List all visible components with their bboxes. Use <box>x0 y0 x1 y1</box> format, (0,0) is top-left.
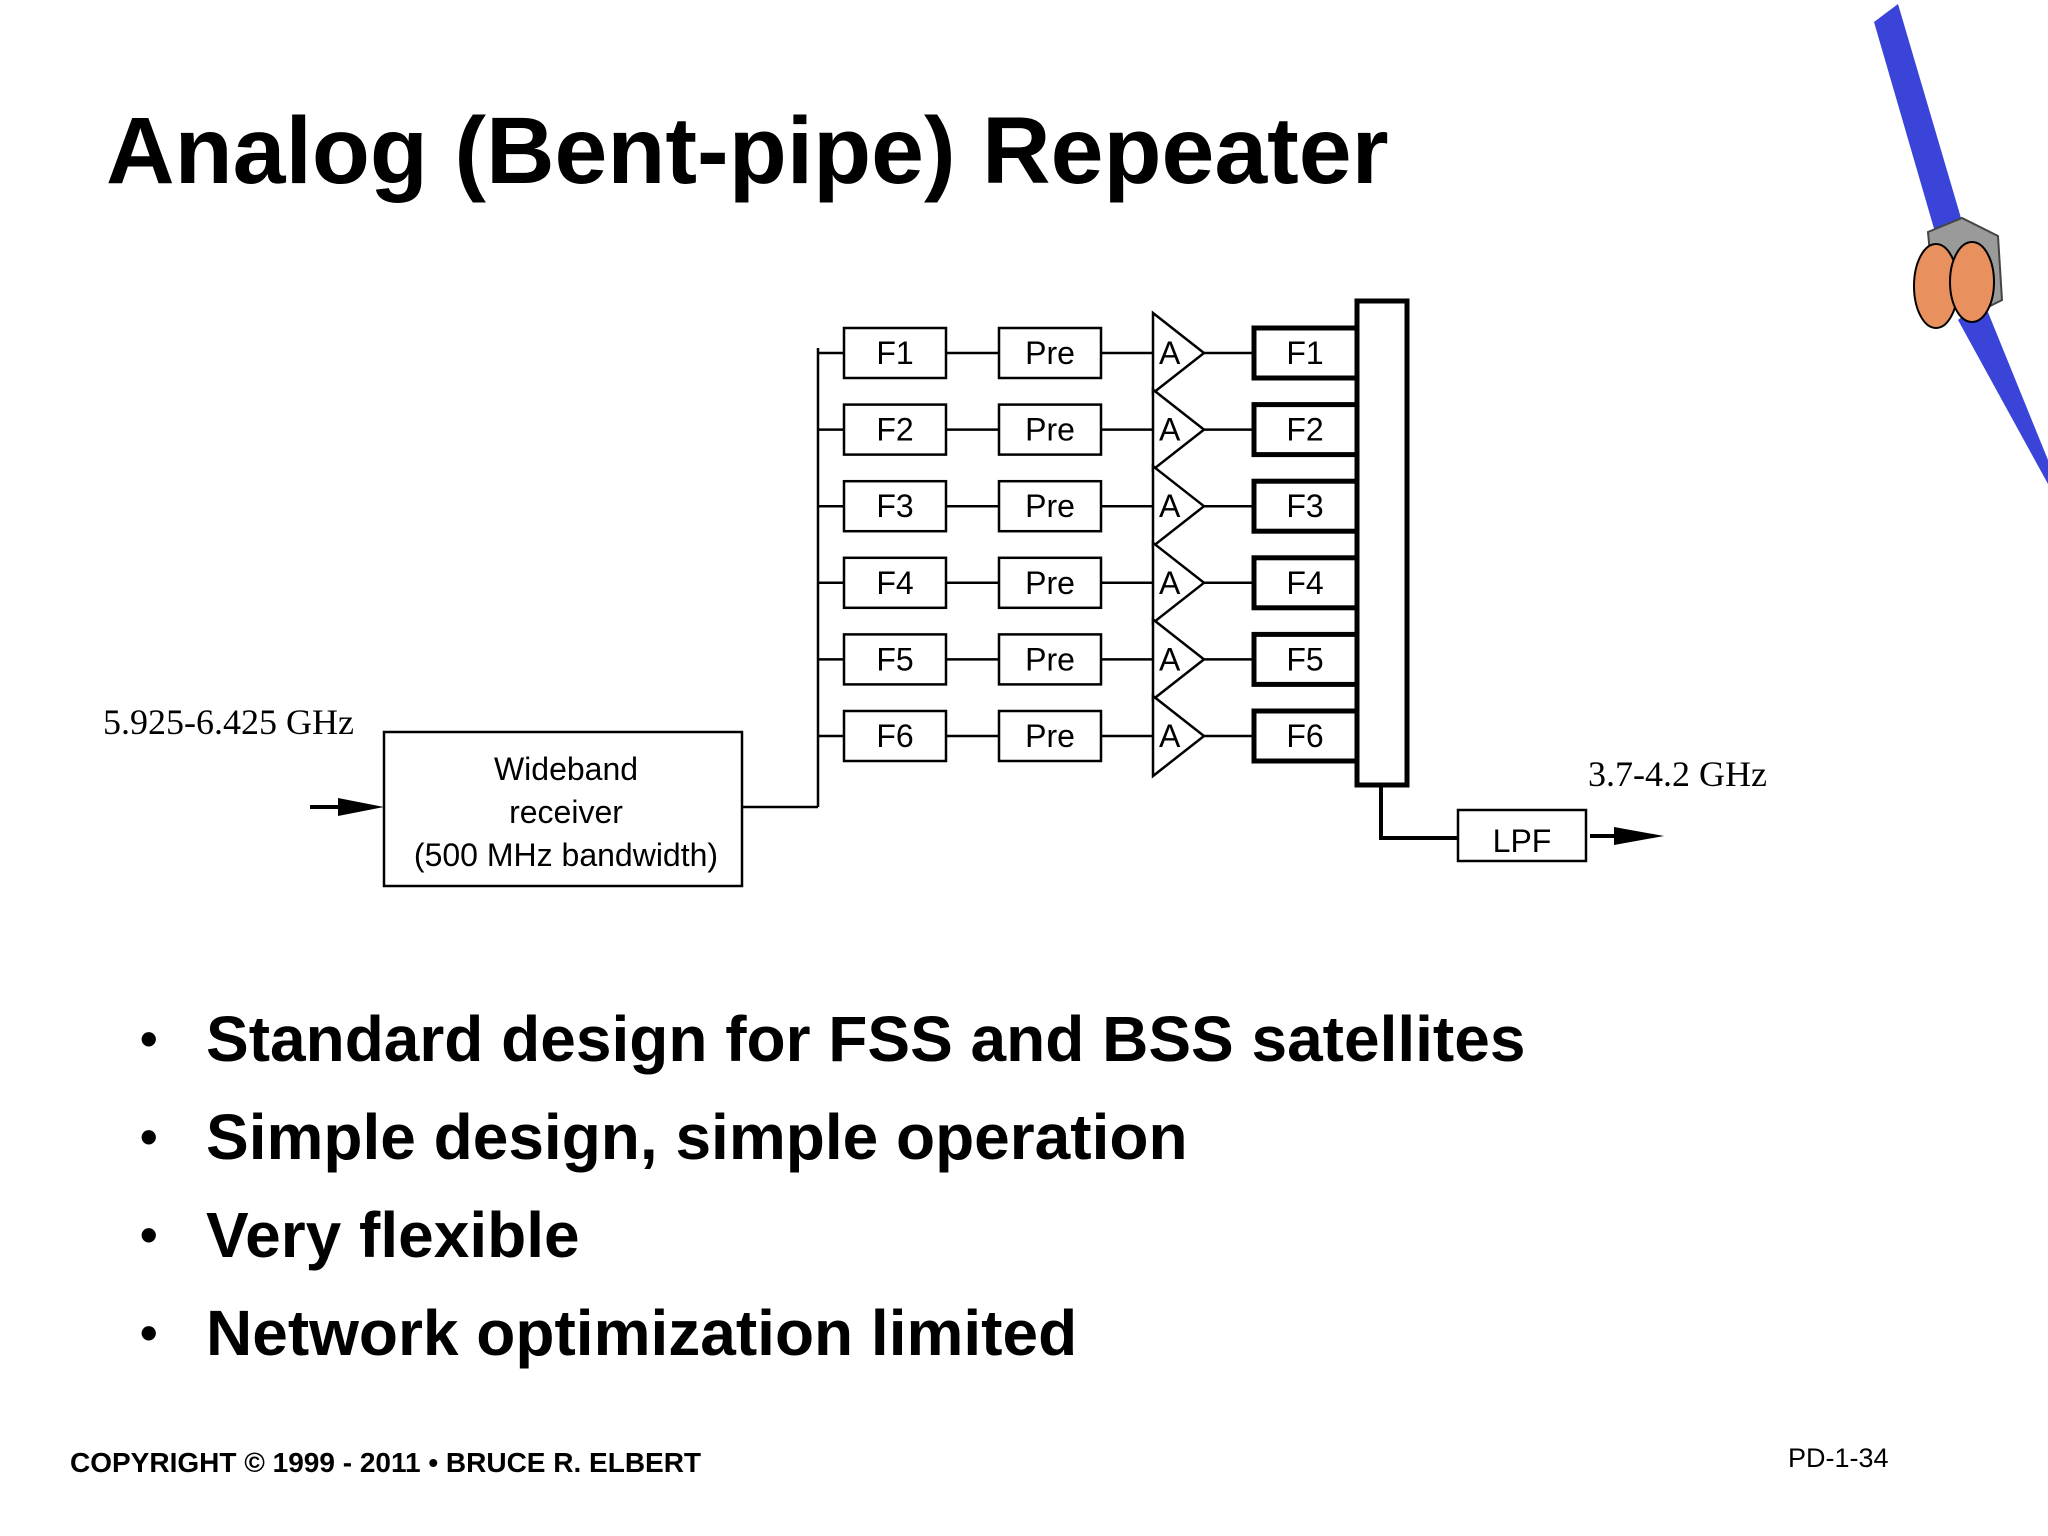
channel-row: F1 Pre A F1 <box>818 310 1360 396</box>
input-arrowhead <box>338 798 384 816</box>
input-filter-label: F3 <box>876 488 913 524</box>
bullet-text: Simple design, simple operation <box>206 1101 1188 1173</box>
channel-row: F6 Pre A F6 <box>818 693 1360 779</box>
preamp-label: Pre <box>1025 412 1075 448</box>
bullet-dot: • <box>140 1011 158 1067</box>
slide-number: PD-1-34 <box>1788 1443 1889 1473</box>
bullet-text: Network optimization limited <box>206 1297 1078 1369</box>
output-filter-label: F3 <box>1286 488 1323 524</box>
lpf-box <box>1456 808 1588 863</box>
output-arrowhead <box>1614 827 1664 845</box>
bullet-text: Very flexible <box>206 1199 580 1271</box>
channel-row: F2 Pre A F2 <box>818 387 1360 473</box>
amplifier-label: A <box>1159 641 1181 677</box>
channel-row: F5 Pre A F5 <box>818 616 1360 702</box>
output-filter-box <box>1251 402 1360 458</box>
amplifier-label: A <box>1159 335 1181 371</box>
preamp-box <box>997 556 1103 610</box>
input-frequency-label: 5.925-6.425 GHz <box>103 702 354 742</box>
channel-row: F3 Pre A F3 <box>818 463 1360 549</box>
amplifier-label: A <box>1159 412 1181 448</box>
amplifier-triangle <box>1151 463 1207 549</box>
preamp-label: Pre <box>1025 641 1075 677</box>
output-filter-label: F6 <box>1286 718 1323 754</box>
input-filter-box <box>842 633 948 686</box>
solar-panel-lower <box>1958 300 2048 484</box>
preamp-label: Pre <box>1025 335 1075 371</box>
preamp-label: Pre <box>1025 488 1075 524</box>
satellite-icon <box>1874 4 2048 484</box>
receiver-label-line2: receiver <box>509 794 623 830</box>
output-filter-box <box>1251 631 1360 687</box>
bullet-text: Standard design for FSS and BSS satellit… <box>206 1003 1526 1075</box>
wideband-receiver-box <box>382 730 744 888</box>
bullet-item: • Standard design for FSS and BSS satelli… <box>140 990 1525 1088</box>
amplifier-label: A <box>1159 718 1181 754</box>
amplifier-label: A <box>1159 488 1181 524</box>
bullet-item: • Simple design, simple operation <box>140 1088 1525 1186</box>
input-filter-label: F4 <box>876 565 913 601</box>
output-filter-label: F5 <box>1286 641 1323 677</box>
bullet-dot: • <box>140 1109 158 1165</box>
input-filter-label: F6 <box>876 718 913 754</box>
receiver-label-line3: (500 MHz bandwidth) <box>414 837 718 873</box>
bullet-item: • Very flexible <box>140 1186 1525 1284</box>
input-filter-label: F1 <box>876 335 913 371</box>
preamp-label: Pre <box>1025 565 1075 601</box>
amplifier-triangle <box>1151 616 1207 702</box>
antenna-dish-right <box>1949 241 1995 323</box>
input-filter-box <box>842 479 948 533</box>
preamp-box <box>997 479 1103 533</box>
output-filter-label: F4 <box>1286 565 1323 601</box>
preamp-label: Pre <box>1025 718 1075 754</box>
output-filter-label: F2 <box>1286 412 1323 448</box>
amplifier-triangle <box>1151 693 1207 779</box>
channel-row: F4 Pre A F4 <box>818 540 1360 626</box>
input-filter-label: F2 <box>876 412 913 448</box>
input-filter-box <box>842 326 948 380</box>
solar-panel-upper <box>1874 4 1961 232</box>
amplifier-triangle <box>1151 387 1207 473</box>
amplifier-triangle <box>1151 540 1207 626</box>
output-frequency-label: 3.7-4.2 GHz <box>1588 754 1767 794</box>
copyright-notice: COPYRIGHT © 1999 - 2011 • BRUCE R. ELBER… <box>70 1447 702 1478</box>
preamp-box <box>997 403 1103 456</box>
input-filter-box <box>842 556 948 610</box>
slide-title: Analog (Bent-pipe) Repeater <box>106 98 1389 204</box>
bullet-item: • Network optimization limited <box>140 1284 1525 1382</box>
output-filter-label: F1 <box>1286 335 1323 371</box>
output-multiplexer <box>1354 298 1410 788</box>
bullet-dot: • <box>140 1207 158 1263</box>
amplifier-label: A <box>1159 565 1181 601</box>
input-filter-label: F5 <box>876 641 913 677</box>
bullet-list: • Standard design for FSS and BSS satelli… <box>140 990 1525 1382</box>
multiplexer-output-line <box>1379 785 1458 840</box>
receiver-label-line1: Wideband <box>494 751 638 787</box>
lpf-label: LPF <box>1493 823 1552 859</box>
input-filter-box <box>842 709 948 763</box>
bullet-dot: • <box>140 1305 158 1361</box>
amplifier-triangle <box>1151 310 1207 396</box>
